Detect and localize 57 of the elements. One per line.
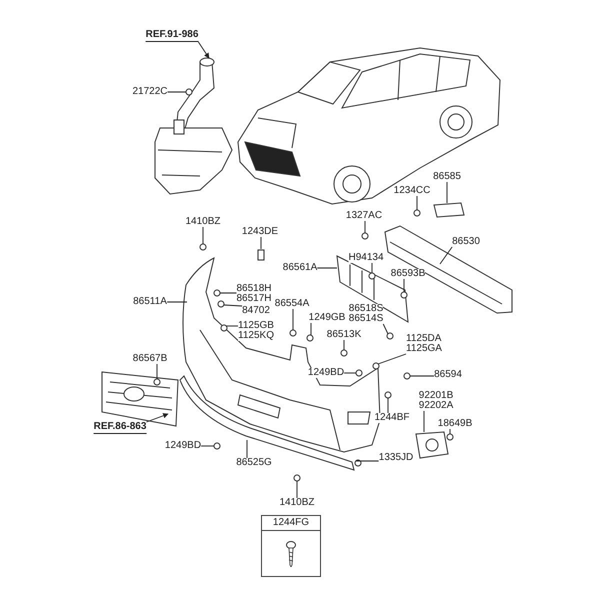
part-number: 1335JD: [378, 453, 414, 463]
part-number: 86594: [434, 370, 462, 380]
part-number: 86518S: [348, 304, 384, 314]
reference-label: REF.91-986: [146, 30, 198, 42]
part-number: 1327AC: [346, 211, 382, 221]
leader-line: [202, 226, 204, 244]
part-number: 84702: [242, 306, 270, 316]
part-number: 1249BD: [308, 368, 344, 378]
leader-line: [382, 324, 388, 334]
part-number: 1244BF: [374, 413, 410, 423]
part-number: 18649B: [438, 419, 472, 429]
leader-line: [156, 364, 158, 380]
leader-line: [440, 246, 453, 264]
leader-line: [292, 308, 294, 330]
part-number: 86561A: [282, 263, 318, 273]
part-number: 1125GB: [238, 321, 274, 331]
part-number: 1125GA: [406, 344, 442, 354]
leader-line: [220, 292, 237, 294]
leader-line: [310, 322, 312, 336]
leader-line: [356, 460, 380, 462]
part-number: 1249BD: [164, 441, 202, 451]
part-number: 1125DA: [406, 334, 442, 344]
part-box: [261, 515, 321, 577]
part-number: 1125KQ: [238, 331, 274, 341]
part-number: 1410BZ: [279, 498, 315, 508]
part-number: 86525G: [236, 458, 272, 468]
leader-line: [416, 196, 418, 210]
part-number: 86511A: [133, 297, 167, 307]
part-number: 86517H: [236, 294, 272, 304]
part-number: 1243DE: [242, 227, 278, 237]
part-number: 86567B: [132, 354, 168, 364]
leader-line: [446, 182, 448, 204]
leader-line: [260, 236, 262, 250]
part-number: 86514S: [348, 314, 384, 324]
part-number: 1410BZ: [185, 217, 221, 227]
part-number: 92201B: [418, 391, 454, 401]
part-number: 1249GB: [308, 313, 346, 323]
part-number: 86530: [452, 237, 480, 247]
part-number: 86513K: [326, 330, 362, 340]
part-number: 92202A: [418, 401, 454, 411]
reference-label: REF.86-863: [94, 422, 146, 434]
part-number: 1234CC: [394, 186, 430, 196]
part-number: 21722C: [132, 87, 168, 97]
part-number: 86585: [433, 172, 461, 182]
leader-line: [364, 220, 366, 234]
leader-line: [378, 354, 406, 364]
part-number: 86593B: [390, 269, 426, 279]
arrow: [198, 42, 210, 58]
part-number: 1244FG: [272, 518, 310, 528]
part-number: 86554A: [274, 299, 310, 309]
part-number: H94134: [348, 253, 384, 263]
leader-line: [224, 304, 243, 306]
leader-line: [296, 480, 298, 498]
leader-line: [246, 440, 248, 458]
part-number: 86518H: [236, 284, 272, 294]
leader-line: [344, 372, 356, 374]
arrow: [146, 413, 168, 422]
